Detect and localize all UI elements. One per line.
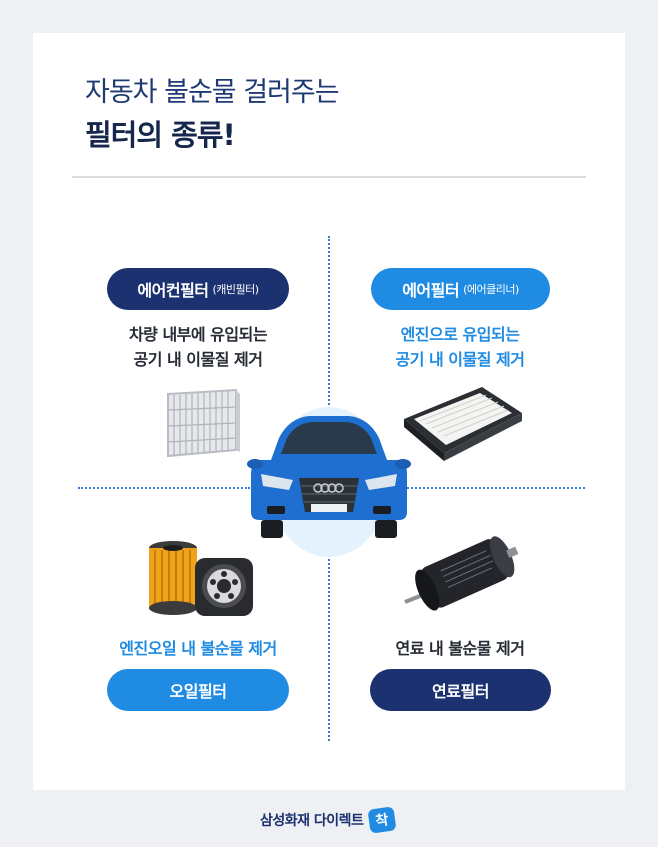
fuel-filter-name: 연료필터 [432, 682, 489, 701]
cabin-filter-desc-line-1: 차량 내부에 유입되는 [128, 325, 268, 344]
fuel-filter-description: 연료 내 불순물 제거 [395, 639, 525, 658]
oil-filter-description: 엔진오일 내 불순물 제거 [119, 639, 277, 658]
air-filter-alias: (에어클리너) [463, 283, 519, 296]
air-filter-description: 엔진으로 유입되는 공기 내 이물질 제거 [362, 322, 558, 372]
car-icon [247, 416, 411, 538]
oil-filter-label: 오일필터 [107, 669, 289, 711]
oil-filter-image [149, 541, 253, 616]
horizontal-dotted-divider-left [78, 487, 250, 489]
fuel-filter-image [404, 536, 519, 611]
cabin-filter-label: 에어컨필터 (캐빈필터) [107, 268, 289, 310]
air-filter-name: 에어필터 [402, 281, 460, 300]
air-filter-image [404, 387, 522, 461]
title-line-2: 필터의 종류! [85, 118, 236, 152]
air-filter-desc-line-2: 공기 내 이물질 제거 [395, 350, 525, 369]
title-divider [72, 176, 586, 178]
brand-badge-icon: 착 [367, 806, 397, 834]
title-line-1: 자동차 불순물 걸러주는 [85, 77, 340, 108]
brand-name: 삼성화재 다이렉트 [260, 813, 364, 829]
air-filter-label: 에어필터 (에어클리너) [371, 268, 550, 310]
cabin-filter-name: 에어컨필터 [137, 281, 209, 300]
cabin-filter-image [167, 388, 240, 458]
oil-filter-name: 오일필터 [169, 682, 227, 701]
cabin-filter-desc-line-2: 공기 내 이물질 제거 [133, 350, 263, 369]
cabin-filter-alias: (캐빈필터) [212, 283, 260, 296]
fuel-filter-label: 연료필터 [370, 669, 551, 711]
horizontal-dotted-divider-right [402, 487, 585, 489]
air-filter-desc-line-1: 엔진으로 유입되는 [400, 325, 520, 344]
cabin-filter-description: 차량 내부에 유입되는 공기 내 이물질 제거 [100, 322, 296, 372]
brand-logo: 삼성화재 다이렉트 착 [260, 806, 397, 834]
